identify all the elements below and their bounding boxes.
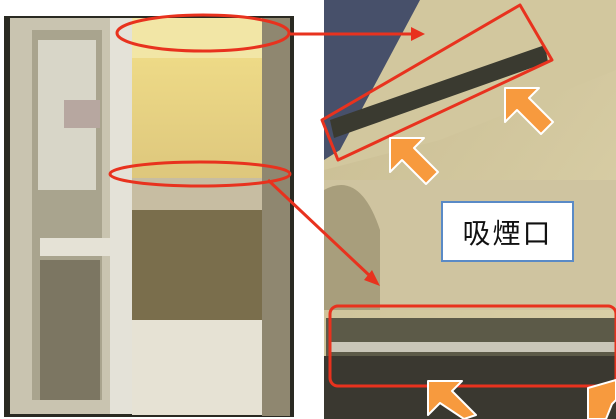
left-photo (4, 16, 294, 417)
door-lower-panel (40, 260, 100, 400)
highlight-rect-ceiling-vent (320, 3, 554, 162)
highlight-ellipse-ceiling (115, 13, 291, 53)
ceiling-vent-strip (330, 45, 548, 138)
door-frame-post (110, 18, 132, 414)
smoke-detector-callout-label: 吸煙口 (441, 201, 574, 262)
arrow-up-right-icon (389, 137, 439, 185)
connector-line-counter (266, 178, 372, 278)
highlight-markers (108, 3, 616, 388)
connector-arrows (266, 27, 425, 286)
connector-arrowhead-counter (364, 270, 380, 286)
door-sign (64, 100, 100, 128)
lavatory-right-wall (262, 18, 290, 416)
arrow-up-right-icon (504, 87, 554, 135)
connector-arrowhead-ceiling (411, 27, 425, 41)
lavatory-floor (132, 320, 262, 415)
counter-vent-highlight (330, 342, 616, 352)
arrow-up-right-icon (587, 379, 616, 419)
arrow-up-right-icon (427, 380, 477, 419)
lavatory-cabinet (132, 210, 262, 325)
door-handle (40, 238, 116, 256)
highlight-ellipse-counter (108, 160, 292, 188)
highlight-rect-counter-vent (328, 304, 616, 388)
orange-arrows (389, 87, 616, 419)
